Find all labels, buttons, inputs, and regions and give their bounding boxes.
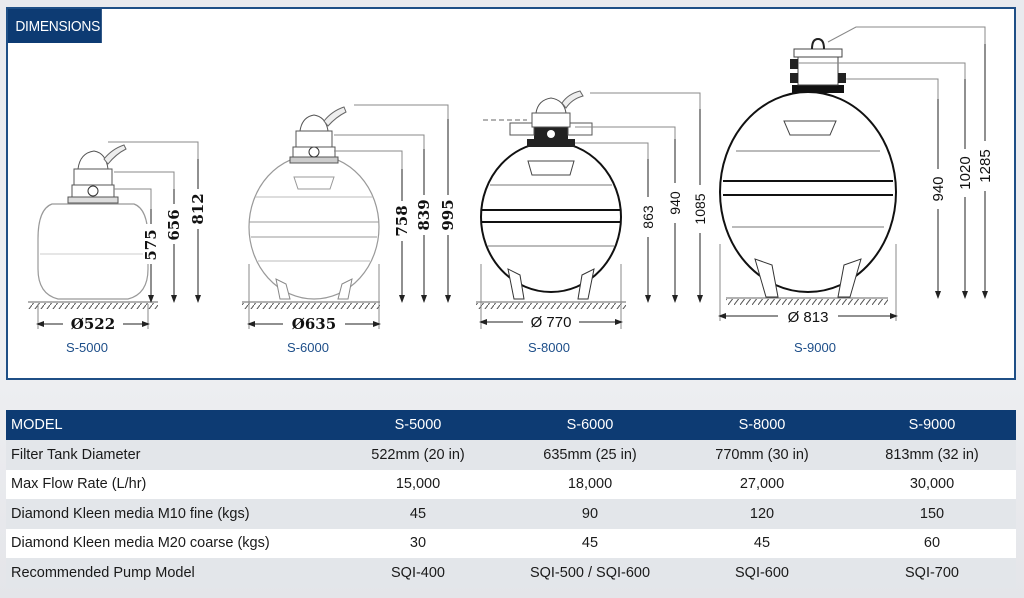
header-s6000: S-6000: [504, 410, 676, 440]
table-cell: 30,000: [848, 469, 1016, 499]
table-cell: 522mm (20 in): [332, 440, 504, 470]
svg-text:1085: 1085: [692, 193, 708, 224]
svg-text:Ø635: Ø635: [292, 315, 336, 333]
table-cell: 90: [504, 499, 676, 529]
header-s9000: S-9000: [848, 410, 1016, 440]
svg-text:995: 995: [439, 199, 457, 230]
svg-text:940: 940: [667, 191, 683, 215]
header-s5000: S-5000: [332, 410, 504, 440]
table-row: Max Flow Rate (L/hr) 15,000 18,000 27,00…: [6, 469, 1016, 499]
table-cell: 18,000: [504, 469, 676, 499]
svg-text:Ø522: Ø522: [71, 315, 115, 333]
table-cell: 120: [676, 499, 848, 529]
dimensions-tab-title: DIMENSIONS: [8, 9, 102, 43]
table-row: Recommended Pump Model SQI-400 SQI-500 /…: [6, 558, 1016, 588]
filter-drawing-s8000: 863 940 1085 Ø 770: [476, 90, 708, 331]
table-row: Filter Tank Diameter 522mm (20 in) 635mm…: [6, 440, 1016, 470]
table-cell: 150: [848, 499, 1016, 529]
model-label-s9000: S-9000: [794, 340, 836, 355]
table-cell: SQI-400: [332, 558, 504, 588]
model-label-s5000: S-5000: [66, 340, 108, 355]
svg-text:940: 940: [930, 176, 947, 201]
row-label: Filter Tank Diameter: [6, 440, 332, 470]
table-cell: 813mm (32 in): [848, 440, 1016, 470]
dimension-drawings: 575 656 812 Ø522: [28, 26, 994, 333]
svg-text:1020: 1020: [957, 156, 974, 189]
table-cell: 635mm (25 in): [504, 440, 676, 470]
table-cell: SQI-600: [676, 558, 848, 588]
svg-text:863: 863: [640, 205, 656, 229]
table-cell: SQI-500 / SQI-600: [504, 558, 676, 588]
table-cell: 27,000: [676, 469, 848, 499]
svg-text:1285: 1285: [977, 149, 994, 182]
model-label-s6000: S-6000: [287, 340, 329, 355]
table-cell: 45: [332, 499, 504, 529]
row-label: Max Flow Rate (L/hr): [6, 469, 332, 499]
svg-text:839: 839: [415, 199, 433, 230]
dimensions-panel: DIMENSIONS: [6, 7, 1016, 380]
table-cell: 30: [332, 528, 504, 558]
filter-drawing-s5000: 575 656 812 Ø522: [28, 141, 207, 333]
table-cell: 60: [848, 528, 1016, 558]
svg-text:Ø 813: Ø 813: [788, 309, 829, 326]
table-header-row: MODEL S-5000 S-6000 S-8000 S-9000: [6, 410, 1016, 440]
filter-drawing-s9000: 940 1020 1285 Ø 813: [718, 26, 994, 326]
row-label: Diamond Kleen media M20 coarse (kgs): [6, 528, 332, 558]
svg-text:812: 812: [189, 193, 207, 224]
table-cell: SQI-700: [848, 558, 1016, 588]
table-row: Diamond Kleen media M10 fine (kgs) 45 90…: [6, 499, 1016, 529]
svg-text:575: 575: [142, 229, 160, 260]
table-row: Diamond Kleen media M20 coarse (kgs) 30 …: [6, 528, 1016, 558]
header-model: MODEL: [6, 410, 332, 440]
svg-text:656: 656: [165, 209, 183, 240]
table-cell: 15,000: [332, 469, 504, 499]
table-cell: 770mm (30 in): [676, 440, 848, 470]
row-label: Recommended Pump Model: [6, 558, 332, 588]
svg-text:Ø 770: Ø 770: [531, 314, 572, 331]
header-s8000: S-8000: [676, 410, 848, 440]
table-cell: 45: [504, 528, 676, 558]
svg-text:758: 758: [393, 205, 411, 236]
specifications-table: MODEL S-5000 S-6000 S-8000 S-9000 Filter…: [6, 410, 1016, 588]
table-cell: 45: [676, 528, 848, 558]
row-label: Diamond Kleen media M10 fine (kgs): [6, 499, 332, 529]
filter-drawing-s6000: 758 839 995 Ø635: [242, 104, 457, 333]
model-label-s8000: S-8000: [528, 340, 570, 355]
